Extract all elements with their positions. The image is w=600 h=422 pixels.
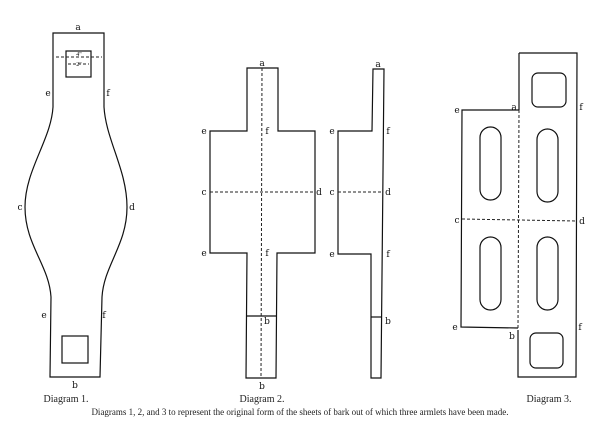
label-b: b [259, 382, 265, 392]
diagram-1-bottom-square-hole [61, 335, 89, 364]
bottom-square-hole [529, 332, 564, 369]
oval-hole [536, 128, 559, 203]
diagram-1-outline [24, 32, 128, 378]
oval-hole [479, 236, 502, 311]
label-d: d [385, 188, 391, 198]
dimension-outer-label: 4" [76, 52, 82, 58]
diagram-1-top-square-hole [65, 50, 92, 78]
top-square-hole [531, 72, 567, 108]
horizontal-dashed-line [461, 218, 577, 222]
label-f: f [106, 89, 110, 99]
diagram-3: a e f c d e f b Diagram 3. [452, 52, 585, 405]
diagram-1: 4" 2" a e f c d e f b Diagram 1. [17, 23, 135, 405]
label-f: f [386, 127, 390, 137]
label-f: f [265, 249, 269, 259]
label-e: e [201, 249, 206, 259]
label-c: c [17, 203, 22, 213]
diagram-3-strip-outline [517, 52, 578, 378]
label-a: a [375, 60, 381, 70]
diagram-1-caption: Diagram 1. [44, 394, 89, 405]
label-e: e [41, 311, 46, 321]
label-a: a [511, 103, 517, 113]
diagram-3-panel-outline [460, 109, 519, 329]
diagram-2-left: a e f c d e f b b [201, 59, 322, 392]
label-f: f [579, 103, 583, 113]
diagram-2-left-outline [209, 67, 316, 379]
label-d: d [129, 203, 135, 213]
oval-hole [536, 236, 559, 311]
vertical-dashed-line [517, 109, 520, 329]
label-e: e [329, 127, 334, 137]
label-e: e [454, 106, 459, 116]
dimension-inner-label: 2" [76, 62, 82, 68]
label-f: f [102, 311, 106, 321]
label-c: c [329, 188, 334, 198]
label-e: e [452, 323, 457, 333]
label-c: c [454, 216, 459, 226]
diagram-2-right-outline [337, 68, 385, 379]
label-e: e [201, 127, 206, 137]
label-b: b [509, 332, 515, 342]
diagram-3-caption: Diagram 3. [527, 394, 572, 405]
label-b: b [72, 381, 78, 391]
figure-caption: Diagrams 1, 2, and 3 to represent the or… [91, 407, 508, 417]
label-d: d [316, 188, 322, 198]
diagram-2-right: a e f c d e f b Diagram 2. [240, 60, 392, 405]
oval-hole [479, 126, 502, 201]
label-e: e [329, 250, 334, 260]
label-b: b [264, 317, 270, 327]
label-a: a [259, 59, 265, 69]
label-d: d [579, 217, 585, 227]
label-c: c [201, 188, 206, 198]
label-b: b [385, 317, 391, 327]
label-f: f [578, 323, 582, 333]
label-e: e [45, 89, 50, 99]
label-f: f [265, 127, 269, 137]
vertical-dashed-line [260, 67, 263, 379]
diagram-2-caption: Diagram 2. [240, 394, 285, 405]
label-a: a [75, 23, 81, 33]
label-f: f [386, 250, 390, 260]
